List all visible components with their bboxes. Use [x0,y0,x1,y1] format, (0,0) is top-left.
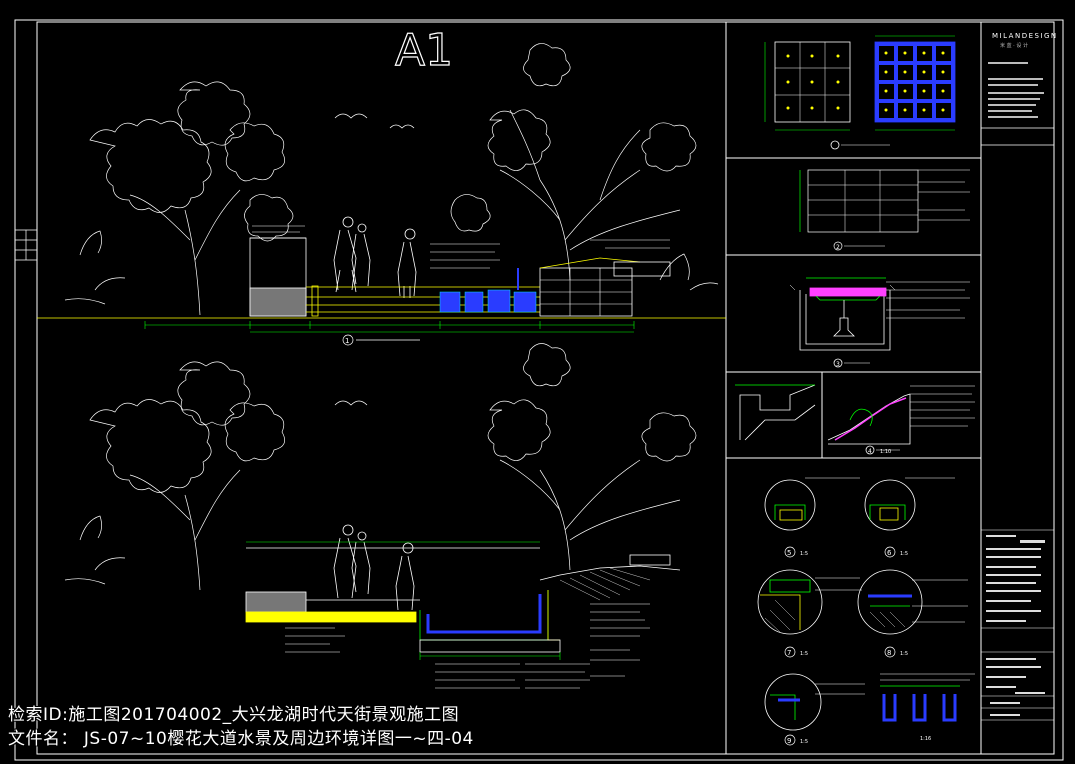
elevation-structure-top [249,237,671,317]
callout-7: 7 [787,649,791,657]
brand-logo: MILANDESIGN [992,32,1058,40]
inner-border [36,21,1055,755]
callout-markers: 5 1:5 6 1:5 7 1:5 8 1:5 9 1:5 1:16 2 3 4… [784,244,931,746]
elevation-top: 1 [37,43,726,346]
people-figures-bottom [333,524,415,611]
scale-callout-9: 1:5 [800,739,808,745]
scale-callout-5: 1:5 [800,551,808,557]
detail-1-plan [764,35,956,150]
binding-strip [15,229,37,261]
tree-left-bottom [64,361,285,591]
section-label-2: 2 [836,244,840,251]
dimension-line-top [144,321,635,333]
scale-callout-7: 1:5 [800,651,808,657]
section-label-3: 3 [836,361,840,368]
section-label-1: 1 [345,337,349,345]
scale-detail-bottom: 1:16 [920,736,931,742]
retrieval-id-caption: 检索ID:施工图201704002_大兴龙湖时代天街景观施工图 [8,705,460,725]
section-bottom [64,343,697,689]
callout-6: 6 [887,549,892,557]
file-name-caption: 文件名： JS-07~10樱花大道水景及周边环境详图一~四-04 [8,729,474,749]
detail-3-section [789,277,970,368]
scale-callout-8: 1:5 [900,651,908,657]
outer-border [14,19,1064,761]
section-structure-bottom [245,547,681,653]
scale-callout-6: 1:5 [900,551,908,557]
detail-4-steps [735,384,975,455]
scale-detail-4: 1:10 [880,449,891,455]
detail-callouts [757,477,975,731]
title-block: MILANDESIGN 米 蓝 · 设 计 [981,32,1058,721]
callout-5: 5 [787,549,791,557]
section-label-4: 4 [868,448,872,455]
callout-8: 8 [887,649,891,657]
detail-2-section [799,169,970,251]
callout-9: 9 [787,737,791,745]
people-figures-top [333,216,417,298]
dimension-line-bottom [246,541,561,660]
brand-subtitle: 米 蓝 · 设 计 [1000,42,1028,49]
sheet-code: A1 [395,25,453,76]
tree-left-top [64,81,294,316]
tree-right-bottom [487,343,697,571]
tree-right-top [450,43,719,291]
